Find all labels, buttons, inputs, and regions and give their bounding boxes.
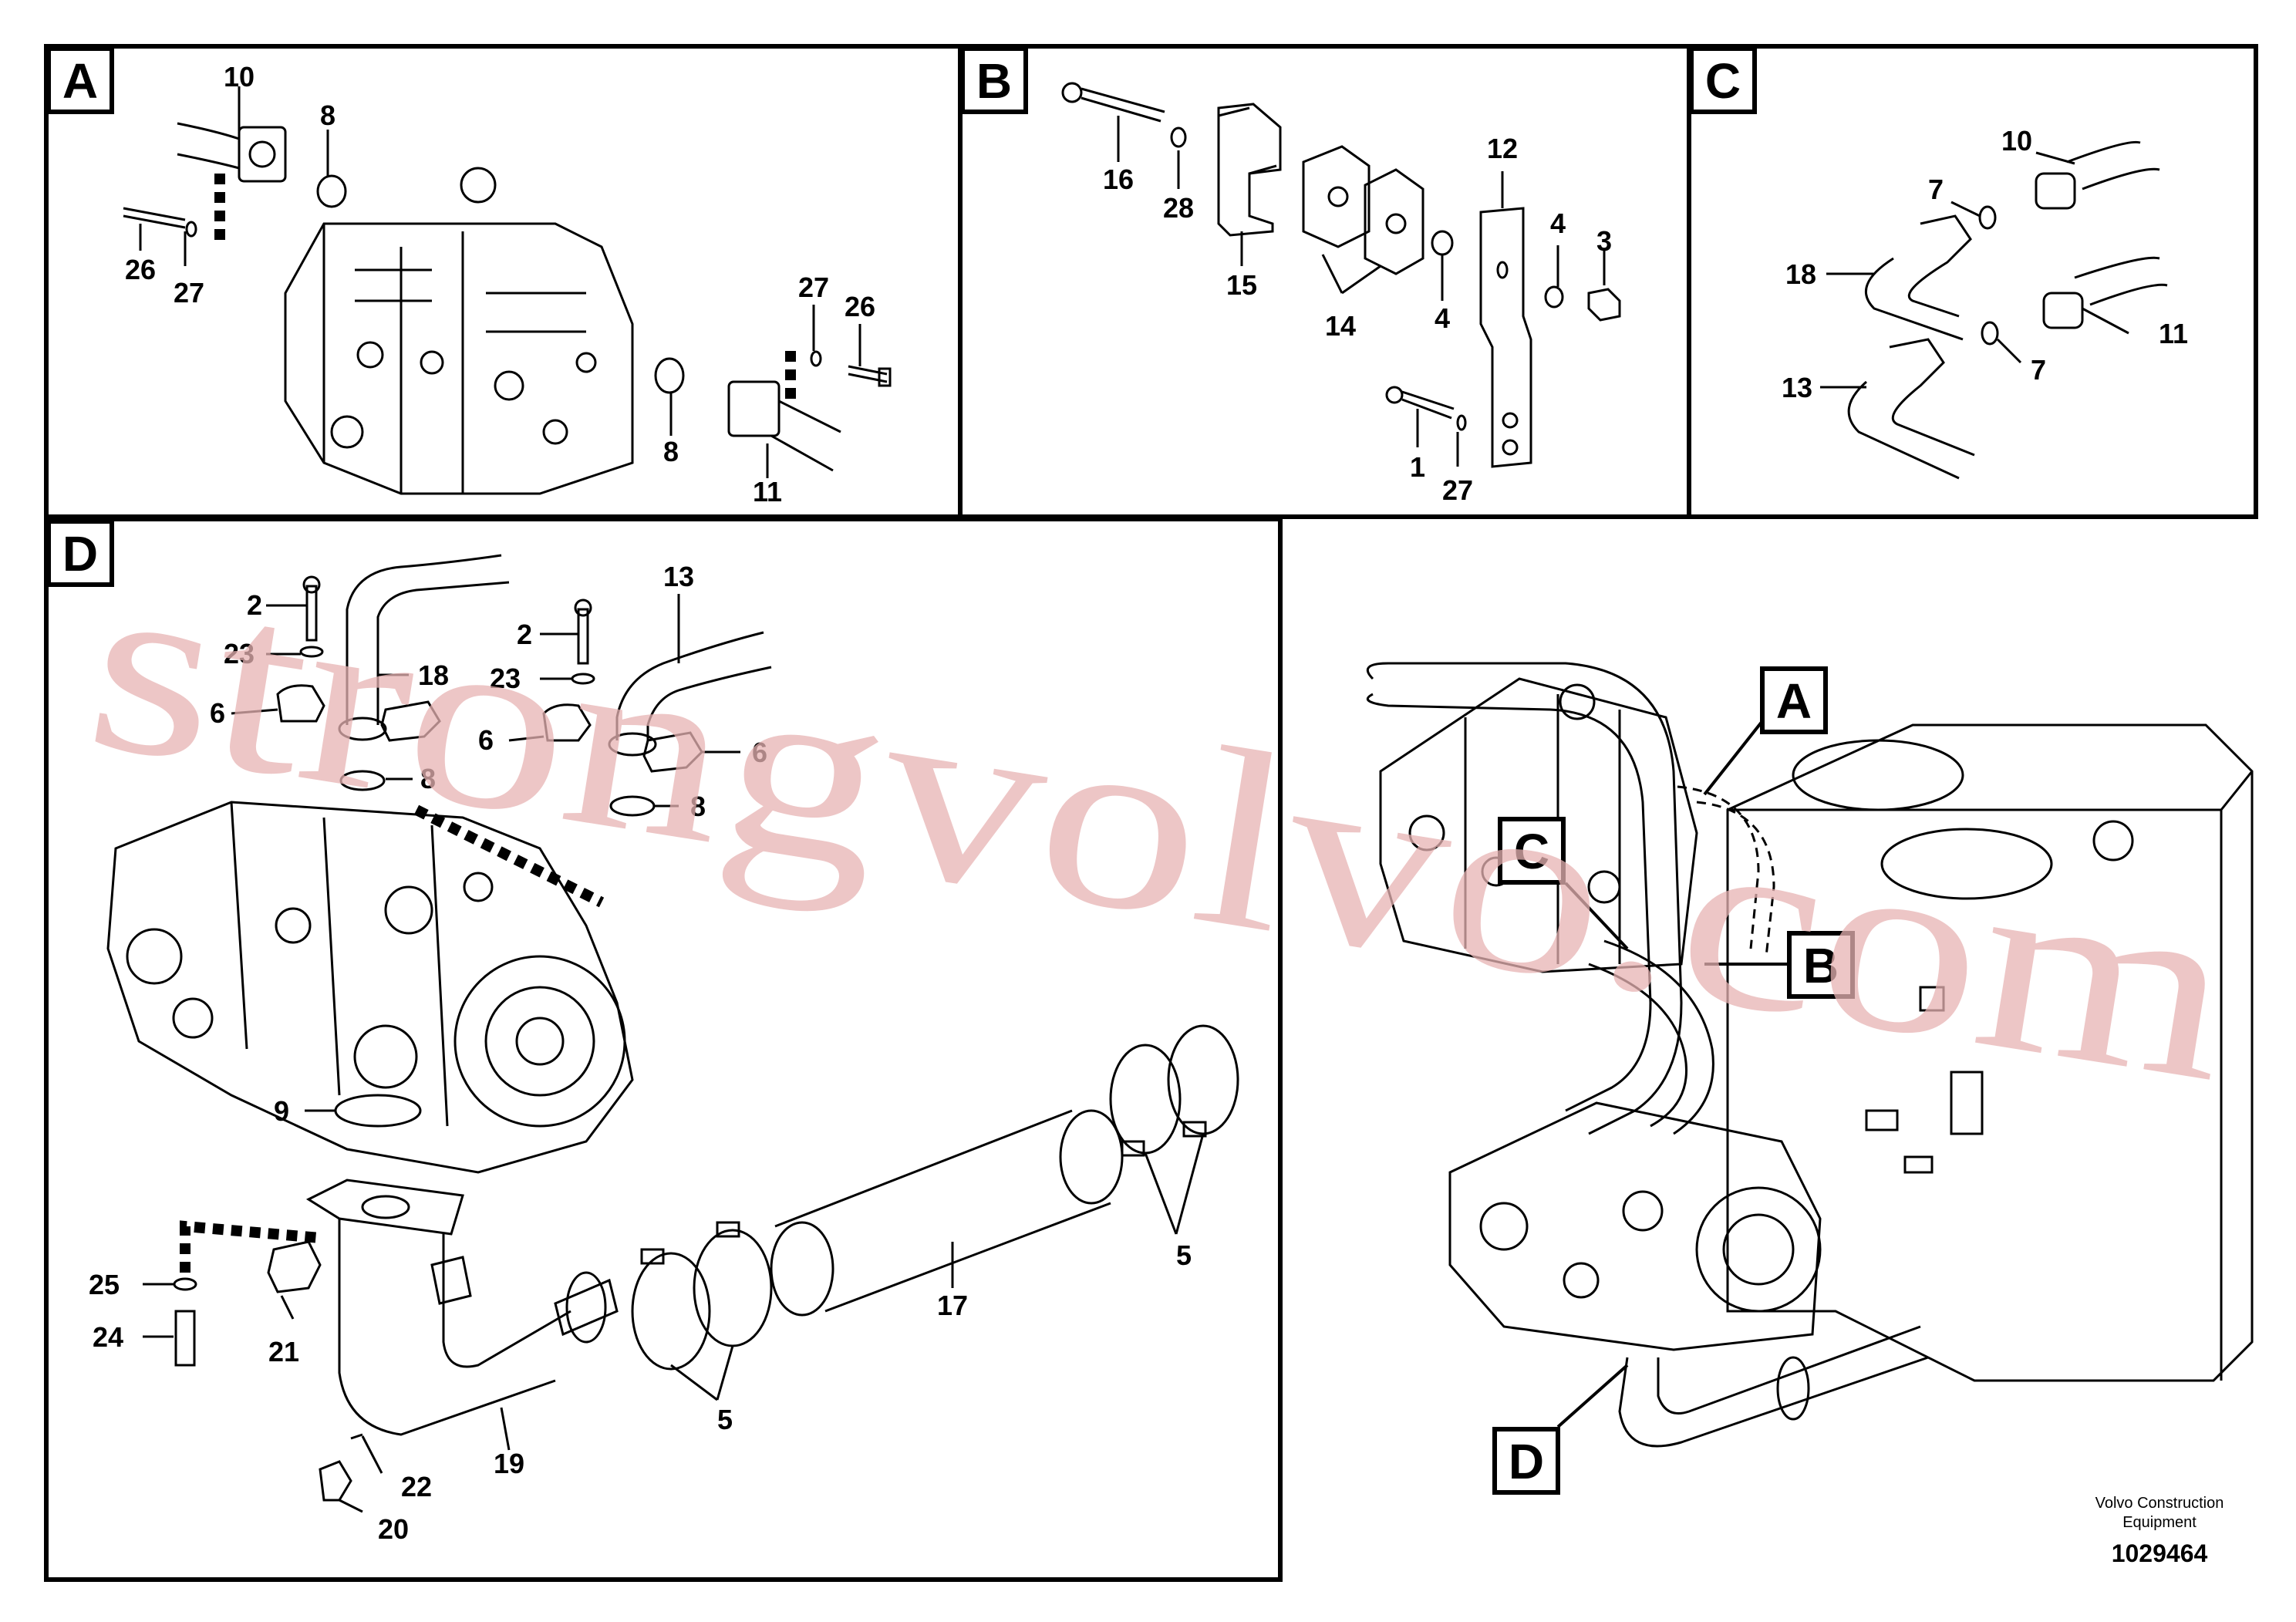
part-label: 6 — [752, 737, 767, 768]
panel-a-labels: 10 8 26 27 27 26 8 11 — [125, 61, 875, 508]
panel-a-drawing — [123, 122, 892, 495]
panel-b-labels: 16 28 15 14 12 4 3 4 1 27 — [1103, 133, 1612, 506]
watermark: strongvolvo.com — [72, 519, 2250, 1135]
part-label: 10 — [224, 61, 255, 93]
part-label: 26 — [845, 291, 875, 322]
overview-callout-d: D — [1492, 1364, 1629, 1495]
part-label: 13 — [1782, 372, 1812, 403]
panel-b-frame — [958, 44, 1691, 519]
part-label: 4 — [1550, 207, 1566, 239]
panel-c-frame — [1687, 44, 2258, 519]
panel-d-dash-lines — [180, 804, 605, 1273]
part-label: 16 — [1103, 164, 1134, 195]
panel-c-labels: 10 7 18 11 7 13 — [1782, 125, 2188, 403]
part-label: 11 — [2159, 318, 2188, 349]
part-label: 26 — [125, 254, 156, 285]
panel-b-drawing — [1061, 82, 1621, 468]
part-label: 4 — [1435, 302, 1450, 334]
part-label: 10 — [2001, 125, 2032, 157]
svg-text:D: D — [62, 526, 98, 582]
part-label: 15 — [1226, 269, 1257, 301]
panel-c-leaders — [1820, 151, 2129, 389]
panel-c-drawing — [1847, 140, 2168, 480]
part-label: 7 — [1928, 174, 1944, 205]
part-label: 22 — [401, 1471, 432, 1502]
part-label: 13 — [663, 561, 694, 592]
svg-text:A: A — [62, 53, 98, 109]
part-label: 8 — [420, 763, 436, 794]
panel-a-leaders — [139, 86, 861, 478]
svg-text:D: D — [1509, 1434, 1544, 1489]
part-label: 2 — [517, 619, 532, 650]
part-label: 8 — [663, 436, 679, 467]
svg-text:B: B — [1803, 938, 1839, 993]
part-label: 18 — [1785, 258, 1816, 290]
svg-text:B: B — [976, 53, 1012, 109]
company-line-2: Equipment — [2122, 1514, 2197, 1531]
svg-text:C: C — [1705, 53, 1741, 109]
panel-b-leaders — [1117, 116, 1606, 467]
panel-d-frame — [44, 517, 1283, 1582]
part-label: 3 — [1596, 225, 1612, 257]
part-label: 18 — [418, 659, 449, 691]
part-label: 9 — [274, 1095, 289, 1127]
svg-text:A: A — [1776, 673, 1812, 729]
panel-d-labels: 2 23 6 18 8 13 2 23 6 6 8 9 25 24 21 22 … — [89, 561, 1192, 1545]
part-label: 6 — [210, 697, 225, 729]
part-label: 24 — [93, 1321, 123, 1353]
panel-letter-b: B — [960, 46, 1028, 114]
part-label: 6 — [478, 724, 494, 756]
part-label: 19 — [494, 1448, 524, 1479]
part-label: 20 — [378, 1513, 409, 1545]
part-label: 5 — [717, 1404, 733, 1435]
part-label: 23 — [224, 638, 255, 669]
part-label: 11 — [753, 476, 782, 508]
part-label: 25 — [89, 1269, 120, 1300]
drawing-number: 1029464 — [2112, 1539, 2208, 1567]
panel-d-leaders — [143, 594, 1205, 1513]
part-label: 2 — [247, 589, 262, 621]
panel-letter-a: A — [46, 46, 114, 114]
part-label: 7 — [2031, 354, 2046, 386]
part-label: 27 — [1442, 474, 1473, 506]
overview-callout-b: B — [1704, 931, 1855, 999]
svg-text:C: C — [1514, 824, 1549, 879]
part-label: 5 — [1176, 1239, 1192, 1271]
part-label: 27 — [174, 277, 204, 309]
overview-callout-a: A — [1703, 666, 1828, 796]
company-line-1: Volvo Construction — [2095, 1495, 2224, 1512]
part-label: 23 — [490, 663, 521, 694]
part-label: 12 — [1487, 133, 1518, 164]
footer: Volvo Construction Equipment 1029464 — [2095, 1495, 2224, 1567]
part-label: 8 — [320, 99, 335, 131]
part-label: 27 — [798, 271, 829, 303]
panel-a-dash-lines — [214, 174, 796, 405]
part-label: 21 — [268, 1336, 299, 1367]
part-label: 14 — [1325, 310, 1356, 342]
panel-letter-d: D — [46, 519, 114, 587]
part-label: 28 — [1163, 192, 1194, 224]
part-label: 8 — [690, 791, 706, 822]
part-label: 1 — [1410, 451, 1425, 483]
panel-letter-c: C — [1689, 46, 1757, 114]
part-label: 17 — [937, 1290, 968, 1321]
overview-callout-c: C — [1498, 817, 1629, 950]
